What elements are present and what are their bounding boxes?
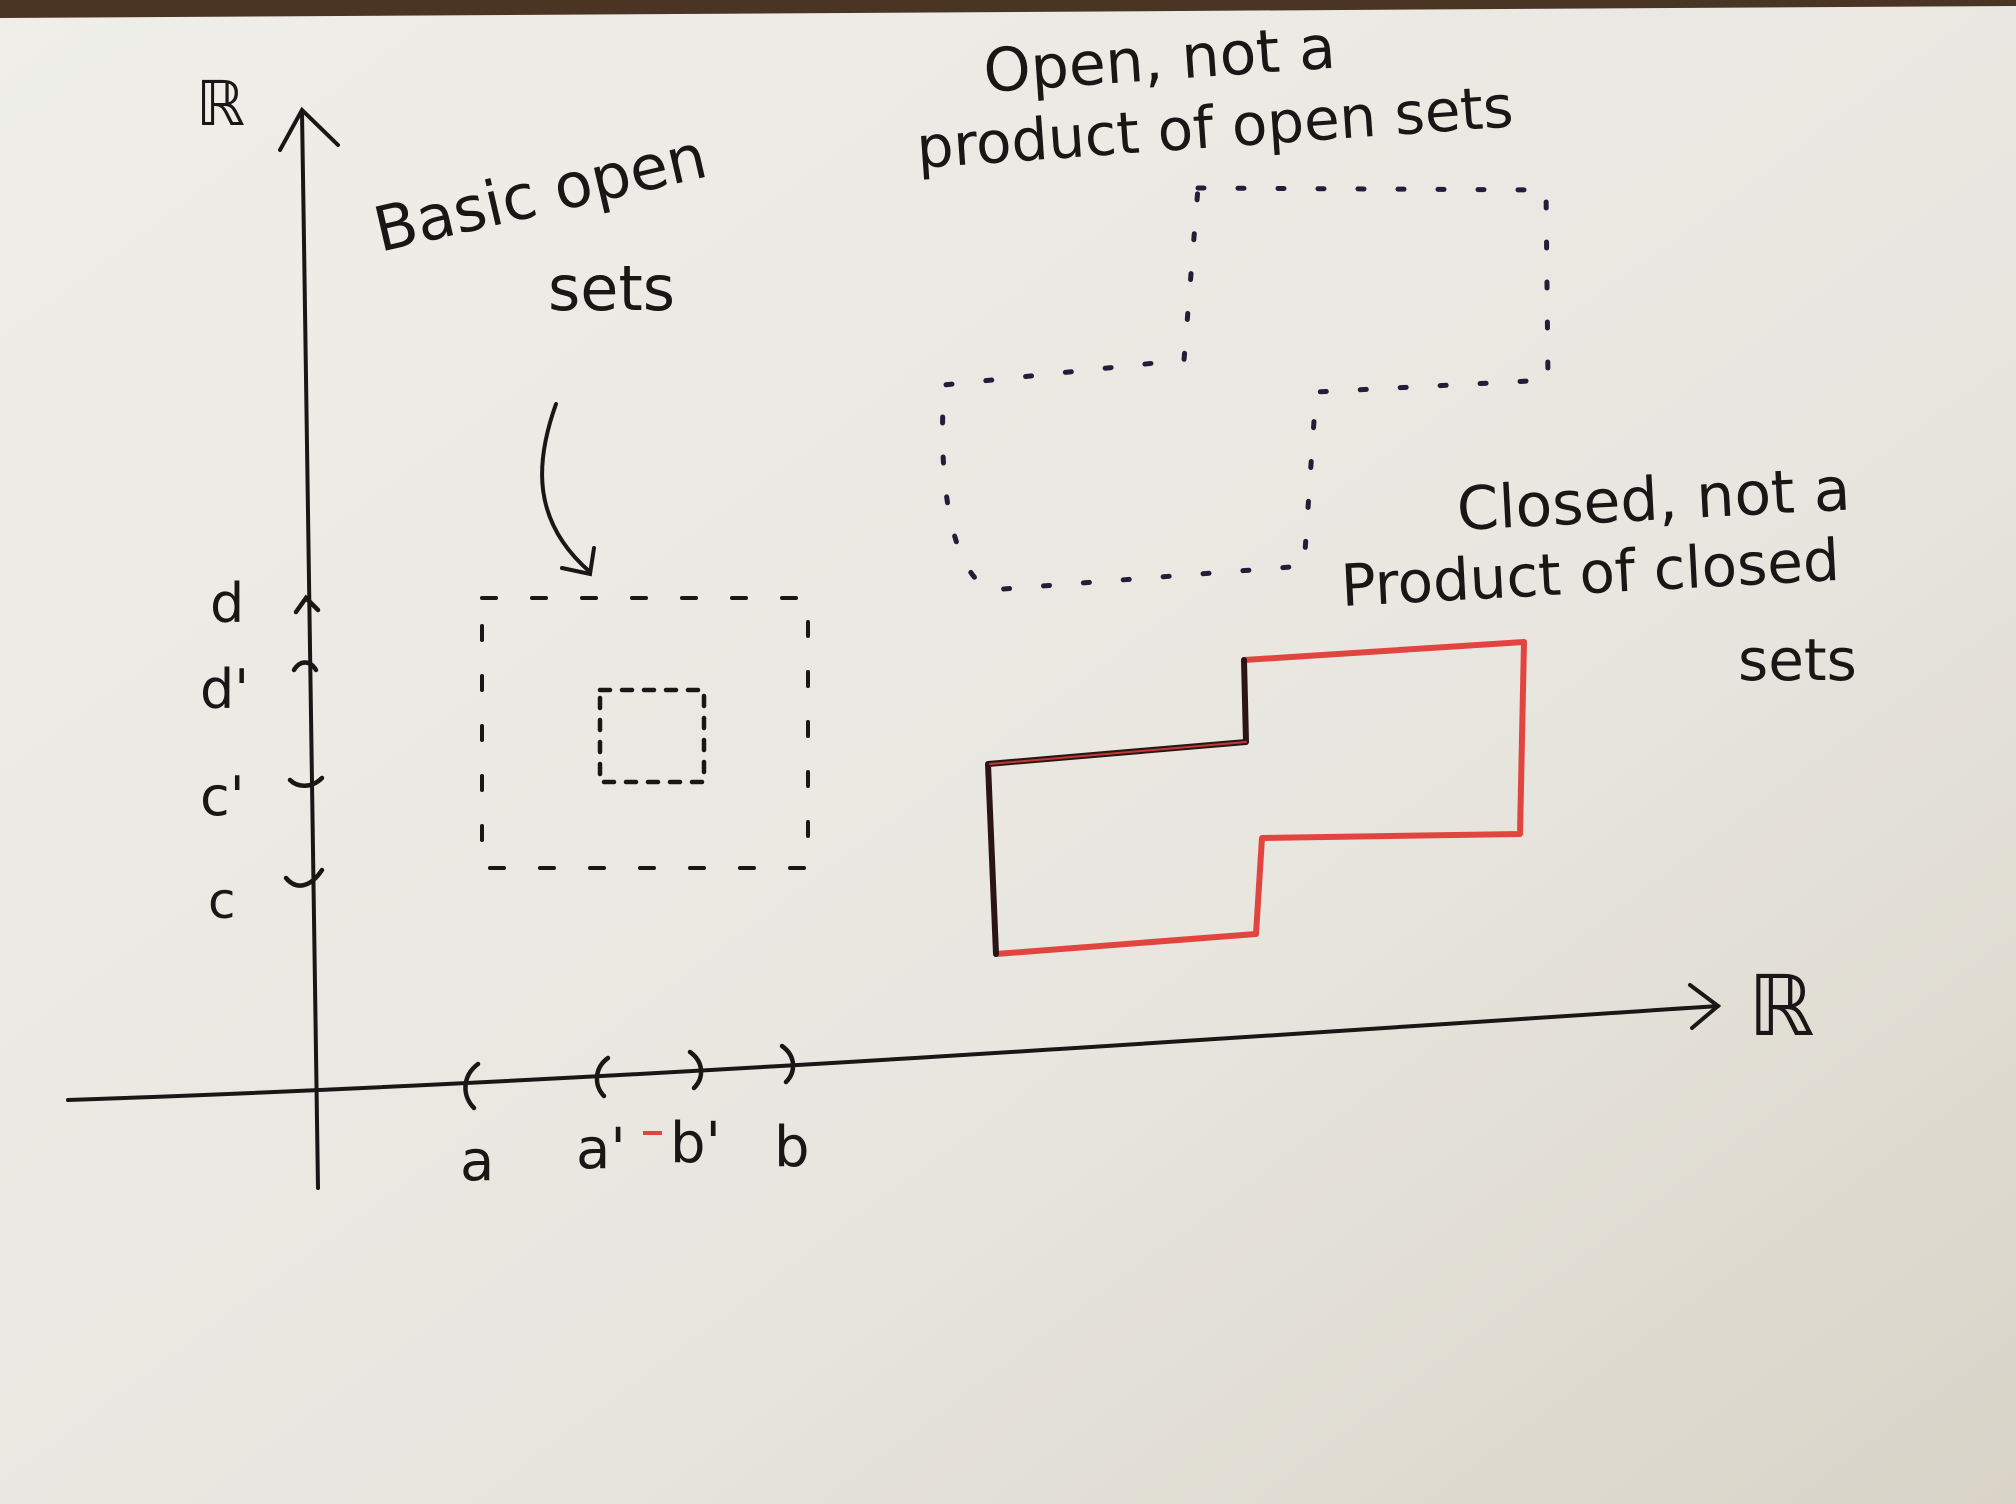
closed-region-red-overlay [989,741,1247,765]
closed-not-product-region [985,639,1527,957]
tick-d-mark [293,594,321,615]
closed-region-red-outline [993,639,1527,957]
tick-c-mark [283,867,325,888]
tick-b-prime-mark [687,1049,704,1091]
tick-label-c: c [208,872,236,930]
paper-sheet [0,6,2016,1504]
tick-label-b-prime: b' [670,1111,721,1176]
closed-not-product-label-line3: sets [1738,626,1857,694]
tick-c-prime-mark [287,775,325,788]
tick-label-d-prime: d' [200,658,249,721]
axes [66,106,1722,1190]
vertical-axis-arrowhead [278,106,340,152]
horizontal-axis-arrowhead [1688,983,1722,1030]
tick-label-c-prime: c' [200,765,245,828]
horizontal-axis-label: ℝ [1748,957,1815,1055]
x-tick-marks [463,1043,796,1111]
tick-label-b: b [774,1115,810,1180]
tick-b-mark [779,1043,796,1085]
basic-open-sets-label-line2: sets [548,252,675,325]
pointer-arrow [540,402,596,577]
tick-label-d: d [210,572,244,635]
vertical-axis [300,110,320,1190]
basic-open-set-small [597,687,707,785]
open-not-product-region [940,185,1551,593]
tick-a-mark [463,1061,481,1111]
tick-label-a: a [460,1129,494,1194]
tick-a-prime-mark [594,1055,611,1099]
vertical-axis-label: ℝ [196,67,245,140]
tick-label-a-prime: a' [576,1117,626,1182]
y-tick-marks [283,594,325,888]
tick-d-prime-mark [291,660,319,673]
horizontal-axis [66,1004,1720,1102]
basic-open-set-large [480,596,810,870]
